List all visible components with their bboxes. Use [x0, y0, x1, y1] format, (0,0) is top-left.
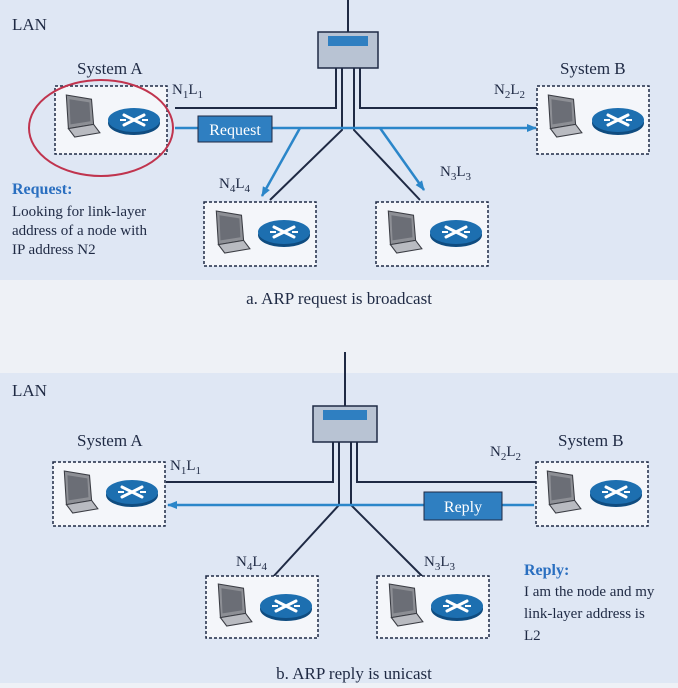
svg-text:L2: L2 — [524, 628, 541, 644]
panel-b-system-a-router-icon — [104, 478, 160, 508]
panel-a-wires — [175, 68, 538, 201]
panel-a-system-a-label: System A — [77, 59, 143, 78]
panel-a-addr-n3l3: N3L3 — [440, 164, 472, 183]
panel-b-system-b-router-icon — [588, 478, 644, 508]
panel-b-system-b-label: System B — [558, 431, 624, 450]
panel-b-addr-n3l3: N3L3 — [424, 554, 456, 573]
panel-b-switch-icon — [312, 405, 378, 443]
panel-b-addr-n4l4: N4L4 — [236, 554, 268, 573]
panel-a-request-note: Request: Looking for link-layer address … — [12, 181, 147, 258]
highlight-circle — [28, 79, 174, 177]
panel-a-addr-n1l1: N1L1 — [172, 82, 203, 101]
panel-a-caption: a. ARP request is broadcast — [246, 289, 432, 308]
panel-a-system-a-router-icon — [106, 106, 162, 136]
panel-b-caption: b. ARP reply is unicast — [276, 664, 432, 683]
panel-a-lan-label: LAN — [12, 15, 47, 34]
panel-a-system-b-router-icon — [590, 106, 646, 136]
panel-b-node4-router-icon — [258, 592, 314, 622]
panel-a-addr-n2l2: N2L2 — [494, 82, 525, 101]
svg-text:Reply: Reply — [444, 499, 482, 516]
svg-text:Looking for link-layer: Looking for link-layer — [12, 204, 146, 220]
panel-a-addr-n4l4: N4L4 — [219, 176, 251, 195]
panel-a-system-b-label: System B — [560, 59, 626, 78]
svg-text:address of a node with: address of a node with — [12, 223, 147, 239]
panel-a-node3-router-icon — [428, 218, 484, 248]
panel-a-switch-icon — [317, 31, 379, 69]
svg-text:Reply:: Reply: — [524, 562, 569, 579]
panel-b-reply-message: Reply — [423, 491, 503, 521]
svg-text:Request: Request — [209, 122, 261, 139]
panel-b-addr-n1l1: N1L1 — [170, 458, 201, 477]
panel-b-addr-n2l2: N2L2 — [490, 444, 521, 463]
svg-text:link-layer address is: link-layer address is — [524, 606, 645, 622]
panel-b-reply-note: Reply: I am the node and my link-layer a… — [524, 562, 655, 644]
panel-b-lan-label: LAN — [12, 381, 47, 400]
svg-text:IP address N2: IP address N2 — [12, 242, 96, 258]
panel-b-node3-router-icon — [429, 592, 485, 622]
panel-a-node4-router-icon — [256, 218, 312, 248]
svg-text:Request:: Request: — [12, 181, 72, 198]
svg-text:I am the node and my: I am the node and my — [524, 584, 655, 600]
panel-a-request-message: Request — [197, 115, 273, 143]
panel-b-system-a-label: System A — [77, 431, 143, 450]
